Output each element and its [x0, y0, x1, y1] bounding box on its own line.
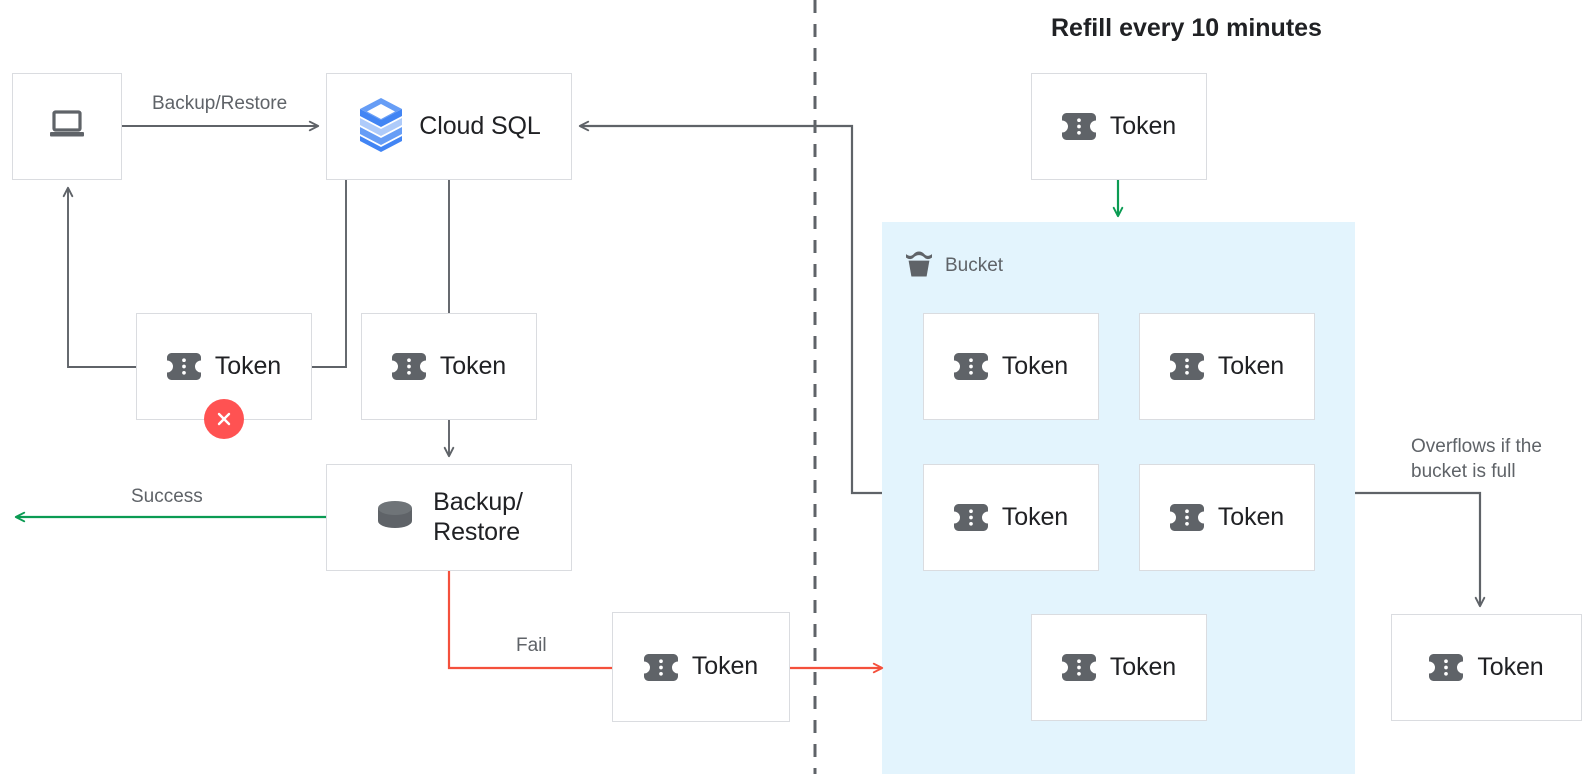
cloud-sql-icon	[357, 96, 405, 157]
bucket-token-2[interactable]: Token	[1139, 313, 1315, 420]
bucket-token-4-label: Token	[1217, 502, 1285, 531]
edge-label-overflow: Overflows if the bucket is full	[1411, 436, 1542, 483]
edge-bucket-to-cloudsql	[578, 120, 882, 495]
node-cloud-sql-label: Cloud SQL	[419, 111, 541, 140]
node-token-fail[interactable]: Token	[612, 612, 790, 722]
bucket-token-5[interactable]: Token	[1031, 614, 1207, 721]
node-backup-restore[interactable]: Backup/ Restore	[326, 464, 572, 571]
node-backup-restore-label: Backup/ Restore	[433, 488, 523, 546]
node-token-consume[interactable]: Token	[361, 313, 537, 420]
node-client[interactable]	[12, 73, 122, 180]
page-title: Refill every 10 minutes	[1051, 14, 1322, 42]
node-token-consume-label: Token	[439, 351, 507, 380]
edge-cloudsql-to-token-rejected	[312, 180, 347, 368]
token-icon	[1061, 113, 1096, 140]
edge-bucket-overflow-to-token	[1355, 491, 1486, 608]
token-icon	[643, 653, 678, 681]
edge-label-fail: Fail	[516, 635, 547, 656]
bucket-token-1[interactable]: Token	[923, 313, 1099, 420]
node-token-overflow[interactable]: Token	[1391, 614, 1582, 721]
node-token-rejected-label: Token	[214, 351, 282, 380]
bucket-token-5-label: Token	[1109, 652, 1177, 681]
bucket-token-1-label: Token	[1001, 351, 1069, 380]
token-icon	[166, 353, 201, 380]
bucket-icon	[903, 248, 935, 283]
edge-label-backup-restore: Backup/Restore	[152, 93, 288, 114]
token-icon	[1169, 353, 1204, 380]
token-icon	[1061, 654, 1096, 681]
node-token-refill[interactable]: Token	[1031, 73, 1207, 180]
bucket-label: Bucket	[945, 254, 1004, 276]
token-icon	[1429, 654, 1464, 681]
token-icon	[953, 504, 988, 531]
node-token-refill-label: Token	[1109, 111, 1177, 140]
edge-token-rejected-to-client	[62, 186, 136, 368]
token-icon	[1169, 504, 1204, 531]
laptop-icon	[47, 108, 87, 145]
edge-label-success: Success	[131, 486, 203, 507]
database-icon	[375, 500, 415, 535]
bucket-header: Bucket	[903, 248, 1003, 283]
node-cloud-sql[interactable]: Cloud SQL	[326, 73, 572, 180]
bucket-token-4[interactable]: Token	[1139, 464, 1315, 571]
node-token-fail-label: Token	[691, 652, 759, 681]
bucket-token-3[interactable]: Token	[923, 464, 1099, 571]
bucket-token-2-label: Token	[1217, 351, 1285, 380]
bucket-token-3-label: Token	[1001, 502, 1069, 531]
token-icon	[953, 353, 988, 380]
token-icon	[391, 353, 426, 380]
node-token-overflow-label: Token	[1477, 652, 1544, 681]
error-x-badge	[204, 399, 244, 439]
